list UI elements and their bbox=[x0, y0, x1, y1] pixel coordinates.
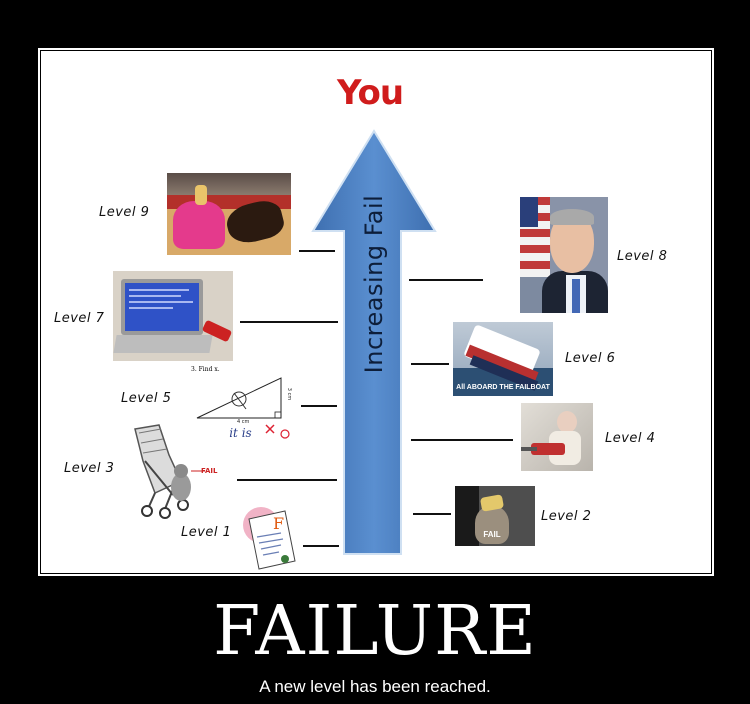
child-chainsaw-image bbox=[521, 403, 593, 471]
f-grade-paper-image: F bbox=[241, 503, 301, 573]
poster-title: FAILURE bbox=[213, 592, 537, 671]
laptop-bsod-image bbox=[113, 271, 233, 361]
poster-subtitle: A new level has been reached. bbox=[259, 677, 491, 696]
find-x-text: 3. Find x. bbox=[191, 366, 220, 373]
level-2-label: Level 2 bbox=[541, 509, 592, 524]
side-4cm-text: 4 cm bbox=[237, 419, 250, 425]
level-9-label: Level 9 bbox=[99, 205, 150, 220]
level-4-tick bbox=[411, 439, 513, 441]
svg-text:F: F bbox=[273, 514, 284, 533]
level-5-label: Level 5 bbox=[121, 391, 172, 406]
level-5-tick bbox=[301, 405, 337, 407]
failboat-caption: All ABOARD THE FAILBOAT bbox=[456, 384, 550, 391]
matador-bull-image bbox=[167, 173, 291, 255]
side-3cm-text: 3 cm bbox=[286, 387, 293, 401]
level-6-label: Level 6 bbox=[565, 351, 616, 366]
level-7-label: Level 7 bbox=[54, 311, 105, 326]
level-1-label: Level 1 bbox=[181, 525, 232, 540]
stroller-fail-text: FAIL bbox=[201, 467, 218, 475]
level-6-tick bbox=[411, 363, 449, 365]
chart-panel: You Increasing Fail Level 9 Level 7 bbox=[41, 51, 711, 573]
poster-frame bbox=[38, 48, 714, 576]
increasing-fail-label: Increasing Fail bbox=[360, 194, 388, 374]
level-8-tick bbox=[409, 279, 483, 281]
level-3-label: Level 3 bbox=[64, 461, 115, 476]
stroller-cat-image: FAIL bbox=[125, 421, 225, 521]
level-7-tick bbox=[240, 321, 338, 323]
increasing-fail-arrow bbox=[311, 129, 437, 555]
level-3-tick bbox=[237, 479, 337, 481]
level-2-tick bbox=[413, 513, 451, 515]
level-4-label: Level 4 bbox=[605, 431, 656, 446]
cat-fail-image: FAIL bbox=[455, 486, 535, 546]
you-label: You bbox=[337, 73, 404, 113]
level-9-tick bbox=[299, 250, 335, 252]
level-8-label: Level 8 bbox=[617, 249, 668, 264]
failboat-image: All ABOARD THE FAILBOAT bbox=[453, 322, 553, 396]
level-1-tick bbox=[303, 545, 339, 547]
portrait-image bbox=[520, 197, 608, 313]
cat-fail-caption: FAIL bbox=[483, 530, 501, 539]
